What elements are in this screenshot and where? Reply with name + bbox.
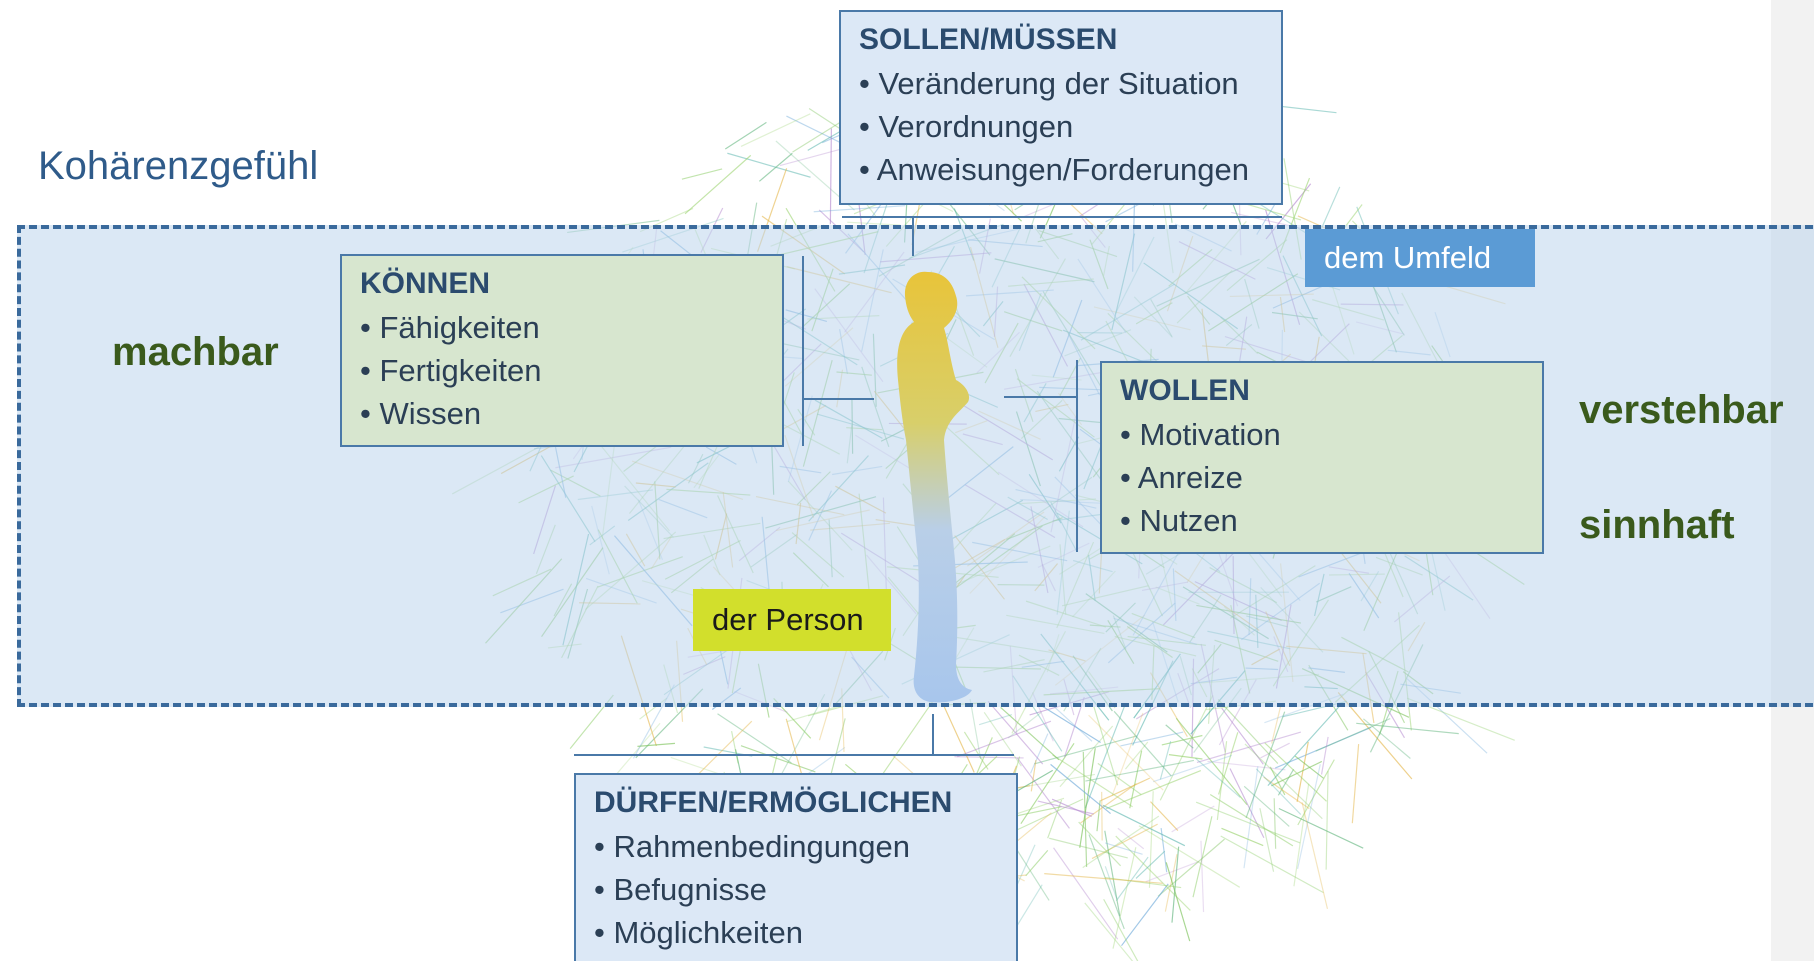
box-koennen-item: Wissen [360,392,764,435]
tag-person: der Person [693,589,891,651]
page-title: Kohärenzgefühl [38,144,318,189]
box-wollen: WOLLEN Motivation Anreize Nutzen [1100,361,1544,554]
label-sinnhaft: sinnhaft [1579,503,1735,548]
box-duerfen-item: Möglichkeiten [594,911,998,954]
connector-bottom-horizontal [574,754,1014,756]
box-duerfen-item: Befugnisse [594,868,998,911]
connector-top-horizontal [842,216,1282,218]
box-koennen-item: Fähigkeiten [360,306,764,349]
box-sollen-item: Veränderung der Situation [859,62,1263,105]
label-verstehbar: verstehbar [1579,388,1784,433]
box-sollen-item: Verordnungen [859,105,1263,148]
connector-right-horizontal [1004,396,1078,398]
tag-environment: dem Umfeld [1305,229,1535,287]
box-sollen-item: Anweisungen/Forderungen [859,148,1263,191]
box-duerfen-heading: DÜRFEN/ERMÖGLICHEN [594,785,998,821]
connector-left-vertical [802,256,804,446]
connector-top-vertical [912,216,914,256]
box-koennen-heading: KÖNNEN [360,266,764,302]
box-sollen: SOLLEN/MÜSSEN Veränderung der Situation … [839,10,1283,205]
box-wollen-heading: WOLLEN [1120,373,1524,409]
box-duerfen-item: Rahmenbedingungen [594,825,998,868]
box-koennen: KÖNNEN Fähigkeiten Fertigkeiten Wissen [340,254,784,447]
box-duerfen: DÜRFEN/ERMÖGLICHEN Rahmenbedingungen Bef… [574,773,1018,961]
box-wollen-item: Anreize [1120,456,1524,499]
connector-right-vertical [1076,360,1078,552]
connector-bottom-vertical [932,714,934,754]
box-wollen-item: Nutzen [1120,499,1524,542]
box-wollen-item: Motivation [1120,413,1524,456]
box-koennen-item: Fertigkeiten [360,349,764,392]
box-sollen-heading: SOLLEN/MÜSSEN [859,22,1263,58]
label-machbar: machbar [112,330,279,375]
connector-left-horizontal [802,398,874,400]
